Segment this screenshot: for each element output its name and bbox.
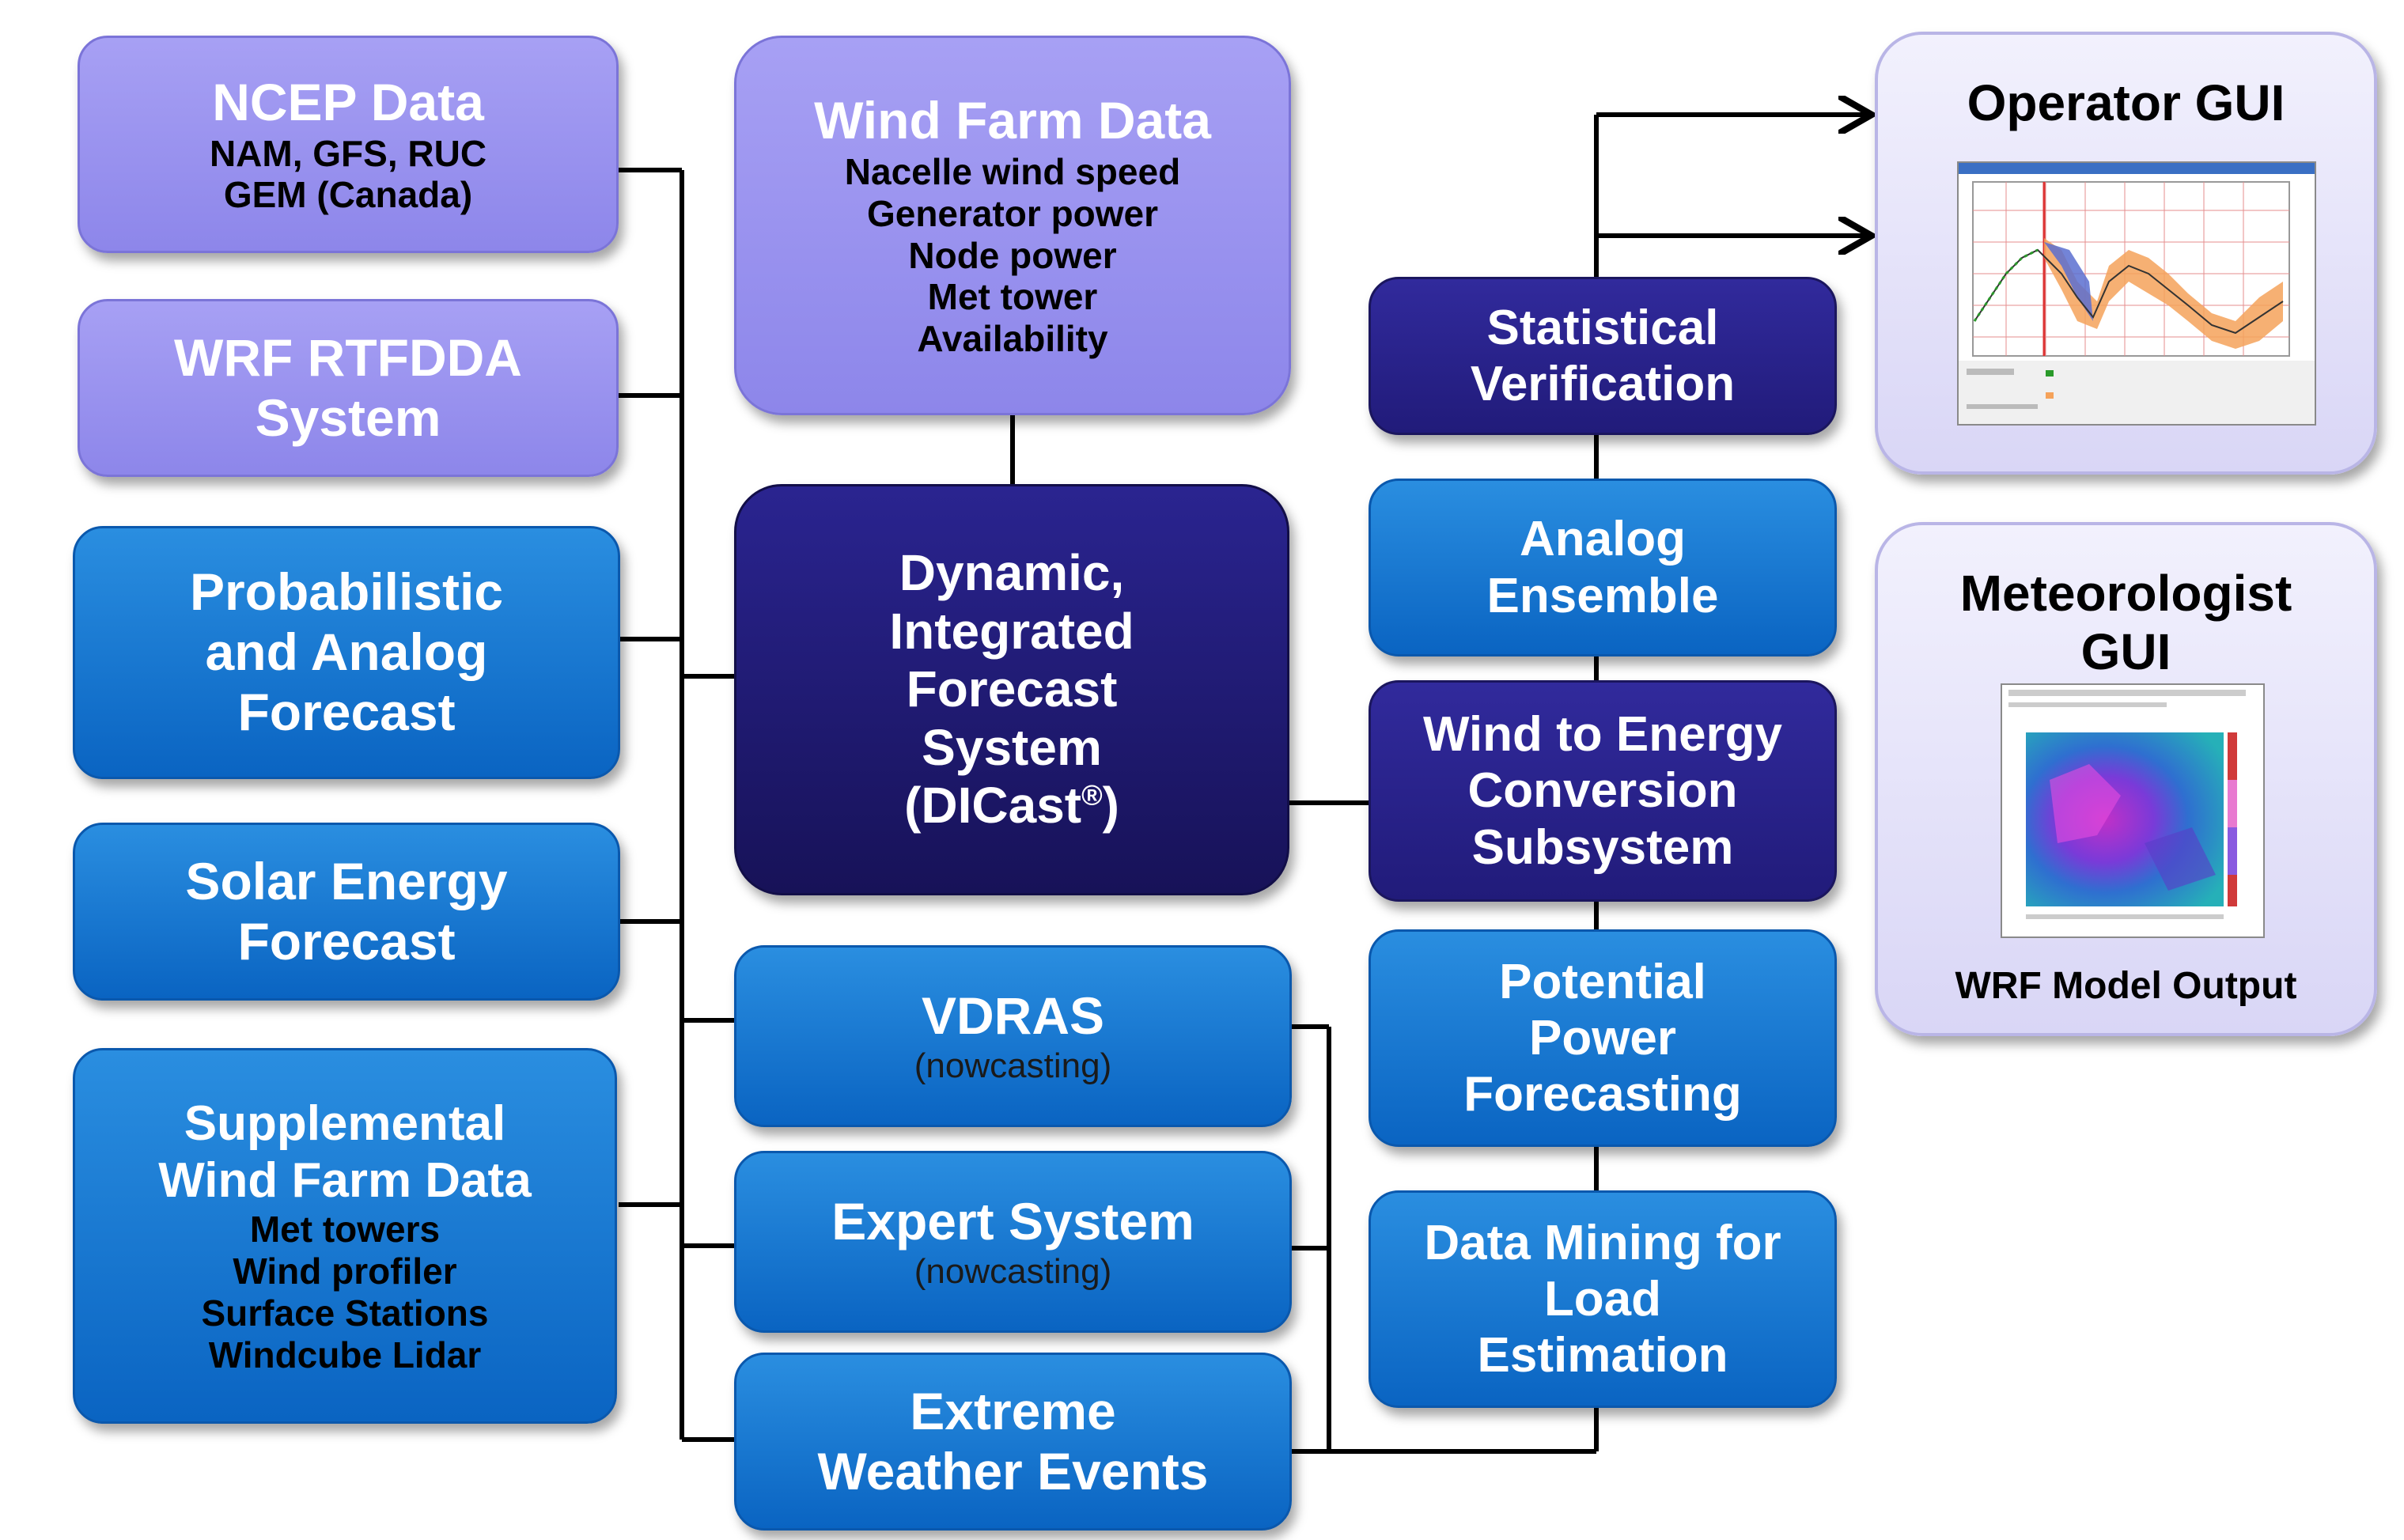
windfarm-line: Availability — [917, 318, 1108, 360]
dicast-line: (DICast®) — [904, 777, 1119, 835]
wrf-model-output-caption: WRF Model Output — [1955, 965, 2297, 1007]
mining-title-line: Estimation — [1477, 1328, 1728, 1383]
operator-gui-panel: Operator GUI — [1875, 32, 2377, 475]
supp-line: Met towers — [249, 1209, 441, 1251]
dicast-close: ) — [1102, 777, 1119, 834]
probabilistic-forecast-box: Probabilistic and Analog Forecast — [73, 526, 620, 779]
windfarm-line: Nacelle wind speed — [844, 150, 1181, 192]
extreme-title-line: Extreme — [910, 1381, 1116, 1440]
analog-title-line: Analog — [1519, 512, 1687, 567]
windfarm-title: Wind Farm Data — [814, 90, 1211, 149]
wrf-model-screenshot — [2001, 683, 2265, 938]
ncep-data-box: NCEP Data NAM, GFS, RUC GEM (Canada) — [78, 36, 619, 253]
w2e-title-line: Wind to Energy — [1422, 707, 1783, 762]
wrf-title-line: System — [255, 388, 441, 447]
stat-title-line: Verification — [1470, 357, 1736, 411]
w2e-title-line: Conversion — [1467, 763, 1738, 819]
windfarm-line: Generator power — [866, 192, 1159, 234]
dicast-line: System — [922, 718, 1102, 776]
w2e-title-line: Subsystem — [1471, 819, 1734, 875]
forecast-plot-thumbnail — [1959, 163, 2315, 424]
prob-title-line: Probabilistic — [189, 562, 504, 622]
wind-to-energy-box: Wind to Energy Conversion Subsystem — [1369, 680, 1837, 902]
vdras-note: (nowcasting) — [914, 1046, 1112, 1085]
dicast-line: Integrated — [889, 602, 1134, 660]
prob-title-line: and Analog — [205, 622, 488, 682]
supp-title-line: Supplemental — [184, 1096, 506, 1152]
operator-gui-title: Operator GUI — [1967, 74, 2285, 131]
expert-system-box: Expert System (nowcasting) — [734, 1151, 1292, 1333]
mining-title-line: Data Mining for — [1424, 1215, 1781, 1270]
ncep-line: GEM (Canada) — [223, 174, 473, 216]
expert-title: Expert System — [831, 1191, 1194, 1251]
operator-gui-screenshot — [1957, 161, 2316, 426]
expert-note: (nowcasting) — [914, 1251, 1112, 1291]
extreme-weather-box: Extreme Weather Events — [734, 1353, 1292, 1531]
potential-title-line: Potential — [1499, 954, 1706, 1009]
solar-title-line: Solar Energy — [185, 851, 508, 910]
solar-title-line: Forecast — [237, 911, 456, 971]
dicast-name: (DICast — [904, 777, 1082, 834]
dicast-box: Dynamic, Integrated Forecast System (DIC… — [734, 484, 1289, 895]
windfarm-line: Met tower — [927, 276, 1098, 318]
vdras-box: VDRAS (nowcasting) — [734, 945, 1292, 1127]
potential-power-box: Potential Power Forecasting — [1369, 929, 1837, 1147]
supp-line: Surface Stations — [201, 1292, 489, 1334]
wrf-map-thumbnail — [2002, 685, 2263, 936]
dicast-line: Forecast — [906, 660, 1118, 718]
wrf-title-line: WRF RTFDDA — [174, 327, 522, 387]
statistical-verification-box: Statistical Verification — [1369, 277, 1837, 435]
analog-title-line: Ensemble — [1486, 568, 1719, 623]
dicast-line: Dynamic, — [899, 544, 1125, 602]
meteorologist-title-line: Meteorologist — [1959, 565, 2292, 622]
extreme-title-line: Weather Events — [817, 1441, 1209, 1500]
data-mining-box: Data Mining for Load Estimation — [1369, 1190, 1837, 1408]
wind-farm-data-box: Wind Farm Data Nacelle wind speed Genera… — [734, 36, 1291, 415]
potential-title-line: Power — [1528, 1010, 1677, 1065]
mining-title-line: Load — [1543, 1271, 1662, 1326]
stat-title-line: Statistical — [1486, 300, 1719, 355]
meteorologist-title-line: GUI — [2080, 622, 2171, 680]
solar-energy-forecast-box: Solar Energy Forecast — [73, 823, 620, 1001]
vdras-title: VDRAS — [921, 986, 1105, 1045]
supp-title-line: Wind Farm Data — [158, 1152, 532, 1208]
windfarm-line: Node power — [908, 234, 1117, 276]
prob-title-line: Forecast — [237, 682, 456, 741]
wrf-rtfdda-box: WRF RTFDDA System — [78, 299, 619, 477]
ncep-title: NCEP Data — [212, 72, 484, 131]
supp-line: Wind profiler — [233, 1250, 457, 1292]
meteorologist-gui-panel: Meteorologist GUI WRF Model Output — [1875, 522, 2377, 1036]
analog-ensemble-box: Analog Ensemble — [1369, 479, 1837, 656]
supp-line: Windcube Lidar — [208, 1334, 482, 1375]
supplemental-wind-farm-box: Supplemental Wind Farm Data Met towers W… — [73, 1048, 617, 1424]
potential-title-line: Forecasting — [1463, 1067, 1742, 1122]
registered-mark: ® — [1081, 779, 1103, 812]
ncep-line: NAM, GFS, RUC — [209, 132, 487, 174]
